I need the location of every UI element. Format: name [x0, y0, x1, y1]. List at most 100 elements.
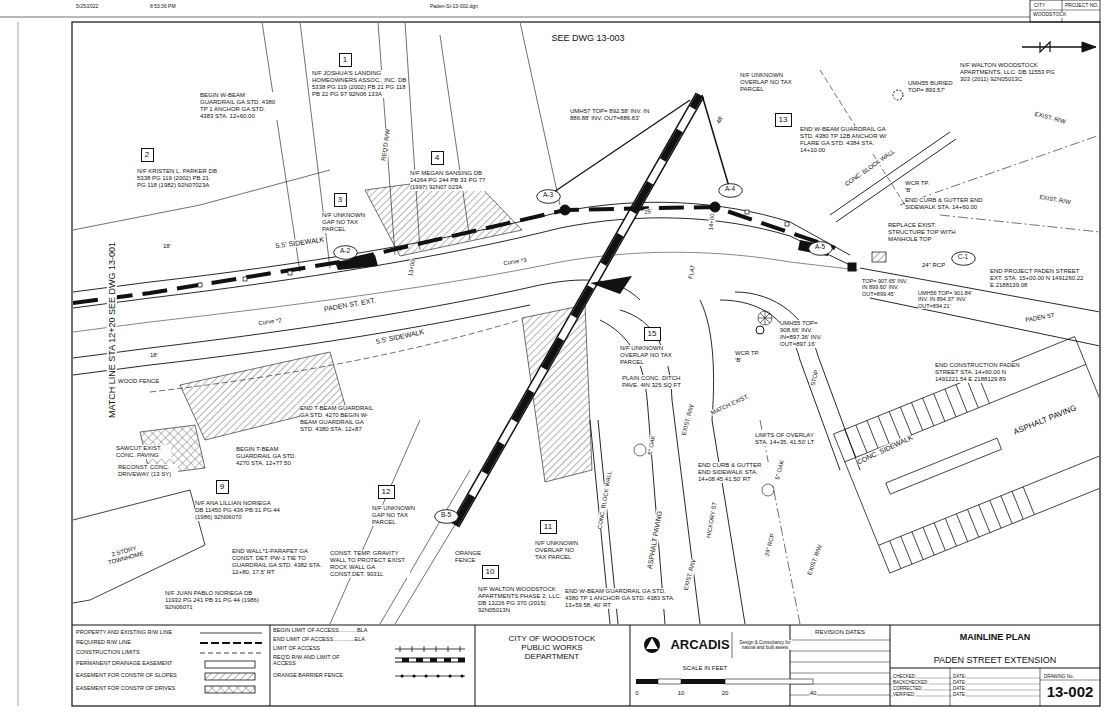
- plan-note: RECONST. CONC. DRIVEWAY (13 SY): [118, 464, 178, 478]
- legend-entry: PROPERTY AND EXISTING R/W LINE: [76, 629, 172, 635]
- legend-text: PERMANENT DRAINAGE EASEMENT: [76, 660, 172, 666]
- access-line: [73, 207, 835, 303]
- label-slot: ORANGE FENCE: [455, 550, 485, 564]
- legend-entry: CONSTRUCTION LIMITS: [76, 649, 140, 655]
- parcel-number-box: 10: [482, 565, 499, 579]
- sheet-frame: [0, 17, 1030, 18]
- property-lines: [150, 320, 520, 392]
- plan-note: 24" RCP: [922, 262, 945, 269]
- legend-samples: [200, 642, 262, 644]
- plan-note: 10: [678, 690, 685, 697]
- plan-note: SEE DWG 13-003: [551, 33, 624, 43]
- label-slot: RECONST. CONC. DRIVEWAY (13 SY): [118, 464, 178, 478]
- plan-note: VERIFIED:: [893, 692, 915, 697]
- title-block-graphics: [636, 679, 658, 684]
- plan-note: SAWCUT EXIST. CONC. PAVING: [116, 445, 171, 459]
- legend-entry: BEGIN LIMIT OF ACCESS............BLA: [273, 627, 367, 633]
- plan-note: TOP= 907.65' INV. IN 899.60' INV. OUT=89…: [862, 278, 912, 297]
- legend-entry: LIMIT OF ACCESS: [273, 645, 320, 651]
- legend-text: CONSTRUCTION LIMITS: [76, 649, 140, 655]
- plan-note: WCR TP. 'B': [905, 180, 935, 194]
- plan-note: END T-BEAM GUARDRAIL GA STD. 4270 BEGIN …: [300, 405, 375, 433]
- station-marker: C-1: [951, 251, 976, 266]
- plan-note: N/F ANA LILLIAN NORIEGA DB 11450 PG 436 …: [195, 500, 280, 521]
- label-slot: 40: [810, 690, 817, 697]
- sheet-frame: [1030, 0, 1100, 22]
- road-edges: [73, 132, 1099, 624]
- plan-note: DRAWING No.: [1044, 674, 1074, 679]
- plan-note: 20: [722, 690, 729, 697]
- plan-note: N/F JOSHUA'S LANDING HOMEOWNERS ASSOC., …: [312, 70, 407, 98]
- sheet-frame: [475, 625, 476, 706]
- legend-text: REQ'D R/W AND LIMIT OF ACCESS: [273, 654, 348, 667]
- label-slot: UMH57 TOP= 892.58' INV. IN 886.88' INV. …: [570, 108, 650, 122]
- legend-entry: EASEMENT FOR CONSTR OF SLOPES: [76, 672, 177, 678]
- road-edges: [73, 202, 850, 292]
- title-block-graphics: [636, 632, 813, 684]
- manholes: [560, 90, 903, 334]
- label-slot: N/F JUAN PABLO NORIEGA DB 11932 PG 241 P…: [165, 590, 265, 611]
- plan-note: CITY: [1034, 3, 1045, 9]
- plan-note: MATCH LINE STA 12+20 SEE DWG 13-001: [107, 242, 117, 418]
- callout-number: 13: [779, 116, 788, 124]
- road-edges: [73, 218, 852, 308]
- label-slot: WOODSTOCK: [1033, 12, 1066, 18]
- sheet-frame: [72, 22, 1100, 706]
- plan-note: CHECKED:: [893, 674, 916, 679]
- plan-note: 14+00: [708, 213, 716, 230]
- callout-number: 9: [220, 483, 224, 491]
- title-block-graphics: [658, 679, 681, 684]
- property-lines: [760, 420, 800, 624]
- label-slot: N/F UNKNOWN GAP NO TAX PARCEL: [322, 212, 372, 233]
- label-slot: SAWCUT EXIST. CONC. PAVING: [116, 445, 171, 459]
- title-slot: MAINLINE PLAN: [960, 632, 1031, 642]
- plan-note: CONST. TEMP. GRAVITY WALL TO PROTECT EXI…: [330, 550, 410, 578]
- label-slot: Paden-St-13-002.dgn: [430, 4, 478, 10]
- title-block-graphics: [732, 632, 733, 658]
- title-block-graphics: [681, 679, 725, 684]
- station-marker: A-5: [808, 241, 833, 256]
- callout-number: 2: [145, 151, 149, 159]
- label-slot: SEE DWG 13-003: [551, 33, 624, 43]
- plan-note: N/F WALTON WOODSTOCK APARTMENTS, LLC. DB…: [960, 62, 1060, 83]
- label-slot: 10: [678, 690, 685, 697]
- marker-outline: [808, 241, 832, 255]
- label-slot: 0: [635, 690, 638, 697]
- property-lines: [378, 23, 395, 255]
- plan-note: PADEN STREET EXTENSION: [934, 655, 1057, 665]
- legend-samples: [402, 675, 462, 678]
- plan-note: END WALL*1-PARAPET GA CONST. DET. PW-1 T…: [232, 548, 322, 576]
- plan-note: BEGIN W-BEAM GUARDRAIL GA STD. 4380 TP 1…: [200, 92, 280, 120]
- sheet-frame: [1030, 10, 1100, 11]
- label-slot: REPLACE EXIST. STRUCTURE TOP WITH MANHOL…: [888, 222, 958, 243]
- title-block-graphics: [646, 638, 658, 649]
- plan-note: WCR TP. 'B': [735, 350, 765, 364]
- legend-samples: [205, 686, 255, 693]
- label-slot: CHECKED:: [893, 674, 916, 679]
- plan-note: 25': [644, 208, 653, 216]
- callout-number: 10: [486, 568, 495, 576]
- plan-note: BEGIN T-BEAM GUARDRAIL GA STD. 4270 STA.…: [236, 446, 301, 467]
- plan-note: END PROJECT PADEN STREET EXT. STA. 15+00…: [990, 268, 1085, 289]
- legend-text: END LIMIT OF ACCESS..............ELA: [273, 636, 365, 642]
- plan-note: N/F MEGAN SANSING DB 14264 PG 244 PB 33 …: [410, 170, 495, 191]
- legend-samples: [200, 653, 262, 654]
- plan-note: 0: [635, 690, 638, 697]
- label-slot: 20: [722, 690, 729, 697]
- parcel-number-box: 2: [141, 148, 154, 162]
- label-slot: N/F MEGAN SANSING DB 14264 PG 244 PB 33 …: [410, 170, 495, 191]
- label-slot: 13-002: [1047, 683, 1094, 700]
- plan-note: UMH56 TOP= 901.84' INV. IN 894.37' INV. …: [918, 290, 973, 309]
- parcel-number-box: 12: [378, 485, 395, 499]
- parking-lot: [834, 337, 1099, 573]
- legend-text: BEGIN LIMIT OF ACCESS............BLA: [273, 627, 367, 633]
- plan-note: DATE:: [953, 680, 966, 685]
- marker-outline: [434, 509, 458, 523]
- sheet-frame: [270, 625, 271, 706]
- access-line: [548, 100, 690, 196]
- callout-number: A-4: [725, 186, 735, 193]
- legend-text: LIMIT OF ACCESS: [273, 645, 320, 651]
- callout-number: A-2: [340, 248, 350, 255]
- plan-note: Design & Consultancy for natural and bui…: [738, 640, 793, 650]
- parcel-number-box: 4: [431, 151, 444, 165]
